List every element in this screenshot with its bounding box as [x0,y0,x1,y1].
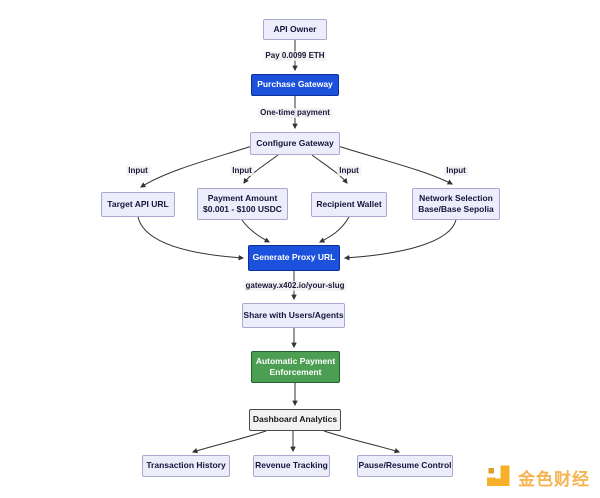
edge-payment-proxy [241,219,270,243]
node-automatic-payment-enforcement: Automatic Payment Enforcement [251,351,340,383]
watermark: 金色财经 [487,464,590,490]
edge-label-pay-eth: Pay 0.0099 ETH [263,51,327,62]
edge-label-input-4: Input [444,166,468,177]
node-revenue-tracking: Revenue Tracking [253,455,330,477]
edge-configure-target [140,145,253,188]
node-share-users-agents: Share with Users/Agents [242,303,345,328]
node-pause-resume-control: Pause/Resume Control [357,455,453,477]
node-api-owner: API Owner [263,19,327,40]
edge-configure-network [337,145,453,185]
node-target-api-url: Target API URL [101,192,175,217]
edge-dashboard-history [191,430,267,454]
edge-label-input-2: Input [230,166,254,177]
edge-recipient-proxy [319,216,350,243]
watermark-text: 金色财经 [518,469,590,490]
edge-configure-recipient [311,154,348,184]
edge-dashboard-pause [323,430,401,454]
edge-network-proxy [343,219,457,261]
edge-configure-payment [243,154,279,184]
edge-target-proxy [137,216,245,261]
node-generate-proxy-url: Generate Proxy URL [248,245,340,271]
node-payment-amount: Payment Amount $0.001 - $100 USDC [197,188,288,220]
edge-label-one-time-payment: One-time payment [258,108,332,119]
edge-label-input-3: Input [337,166,361,177]
node-purchase-gateway: Purchase Gateway [251,74,339,96]
node-network-selection: Network Selection Base/Base Sepolia [412,188,500,220]
edge-label-proxy-url: gateway.x402.io/your-slug [243,281,347,292]
node-transaction-history: Transaction History [142,455,230,477]
node-dashboard-analytics: Dashboard Analytics [249,409,341,431]
node-recipient-wallet: Recipient Wallet [311,192,387,217]
edge-label-input-1: Input [126,166,150,177]
jinse-finance-logo-icon [487,465,510,486]
node-configure-gateway: Configure Gateway [250,132,340,155]
